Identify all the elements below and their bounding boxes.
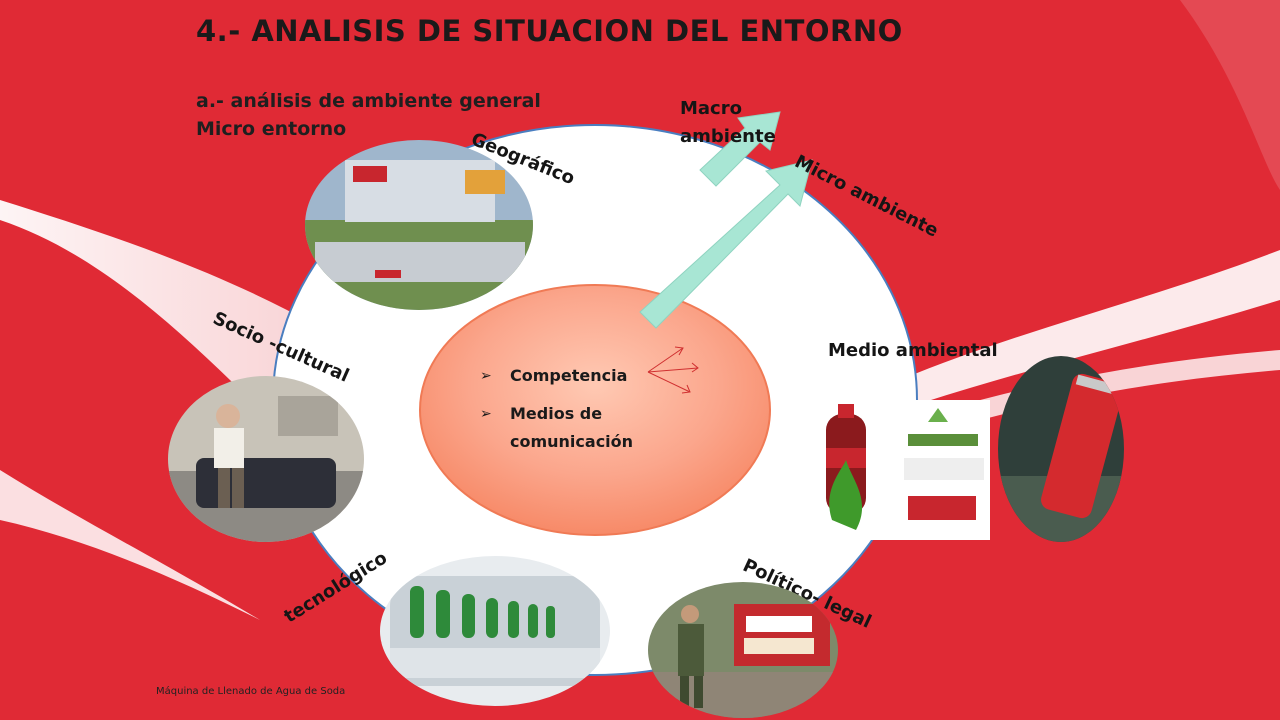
- macro-arrow: [699, 111, 781, 187]
- slide-title: 4.- ANALISIS DE SITUACION DEL ENTORNO: [196, 14, 903, 48]
- photo-caption: Máquina de Llenado de Agua de Soda: [156, 686, 346, 697]
- soldier-truck-photo: [648, 582, 838, 718]
- plantbottle-photo: [812, 400, 990, 540]
- can-photo: [998, 356, 1124, 542]
- bullet-text-line-1: Medios de: [510, 404, 603, 423]
- subtitle-line-1: a.- análisis de ambiente general: [196, 90, 541, 112]
- bullet-arrow-icon: ➢: [480, 406, 492, 422]
- factory-photo: [305, 140, 533, 310]
- bullet-medios: ➢ Medios de comunicación: [480, 400, 633, 456]
- bullet-arrow-icon: ➢: [480, 368, 492, 384]
- bottling-machine-photo: [380, 556, 610, 706]
- label-macro-line-2: ambiente: [680, 126, 776, 147]
- subtitle-line-2: Micro entorno: [196, 118, 347, 140]
- bullet-text-line-2: comunicación: [510, 432, 634, 451]
- label-medio-ambiental: Medio ambiental: [828, 340, 998, 361]
- label-macro-line-1: Macro: [680, 98, 742, 119]
- office-person-photo: [168, 376, 364, 542]
- bullet-text: Competencia: [510, 366, 628, 385]
- bullet-competencia: ➢ Competencia: [480, 362, 633, 390]
- micro-arrow: [639, 159, 813, 329]
- center-bullet-list: ➢ Competencia ➢ Medios de comunicación: [480, 362, 633, 466]
